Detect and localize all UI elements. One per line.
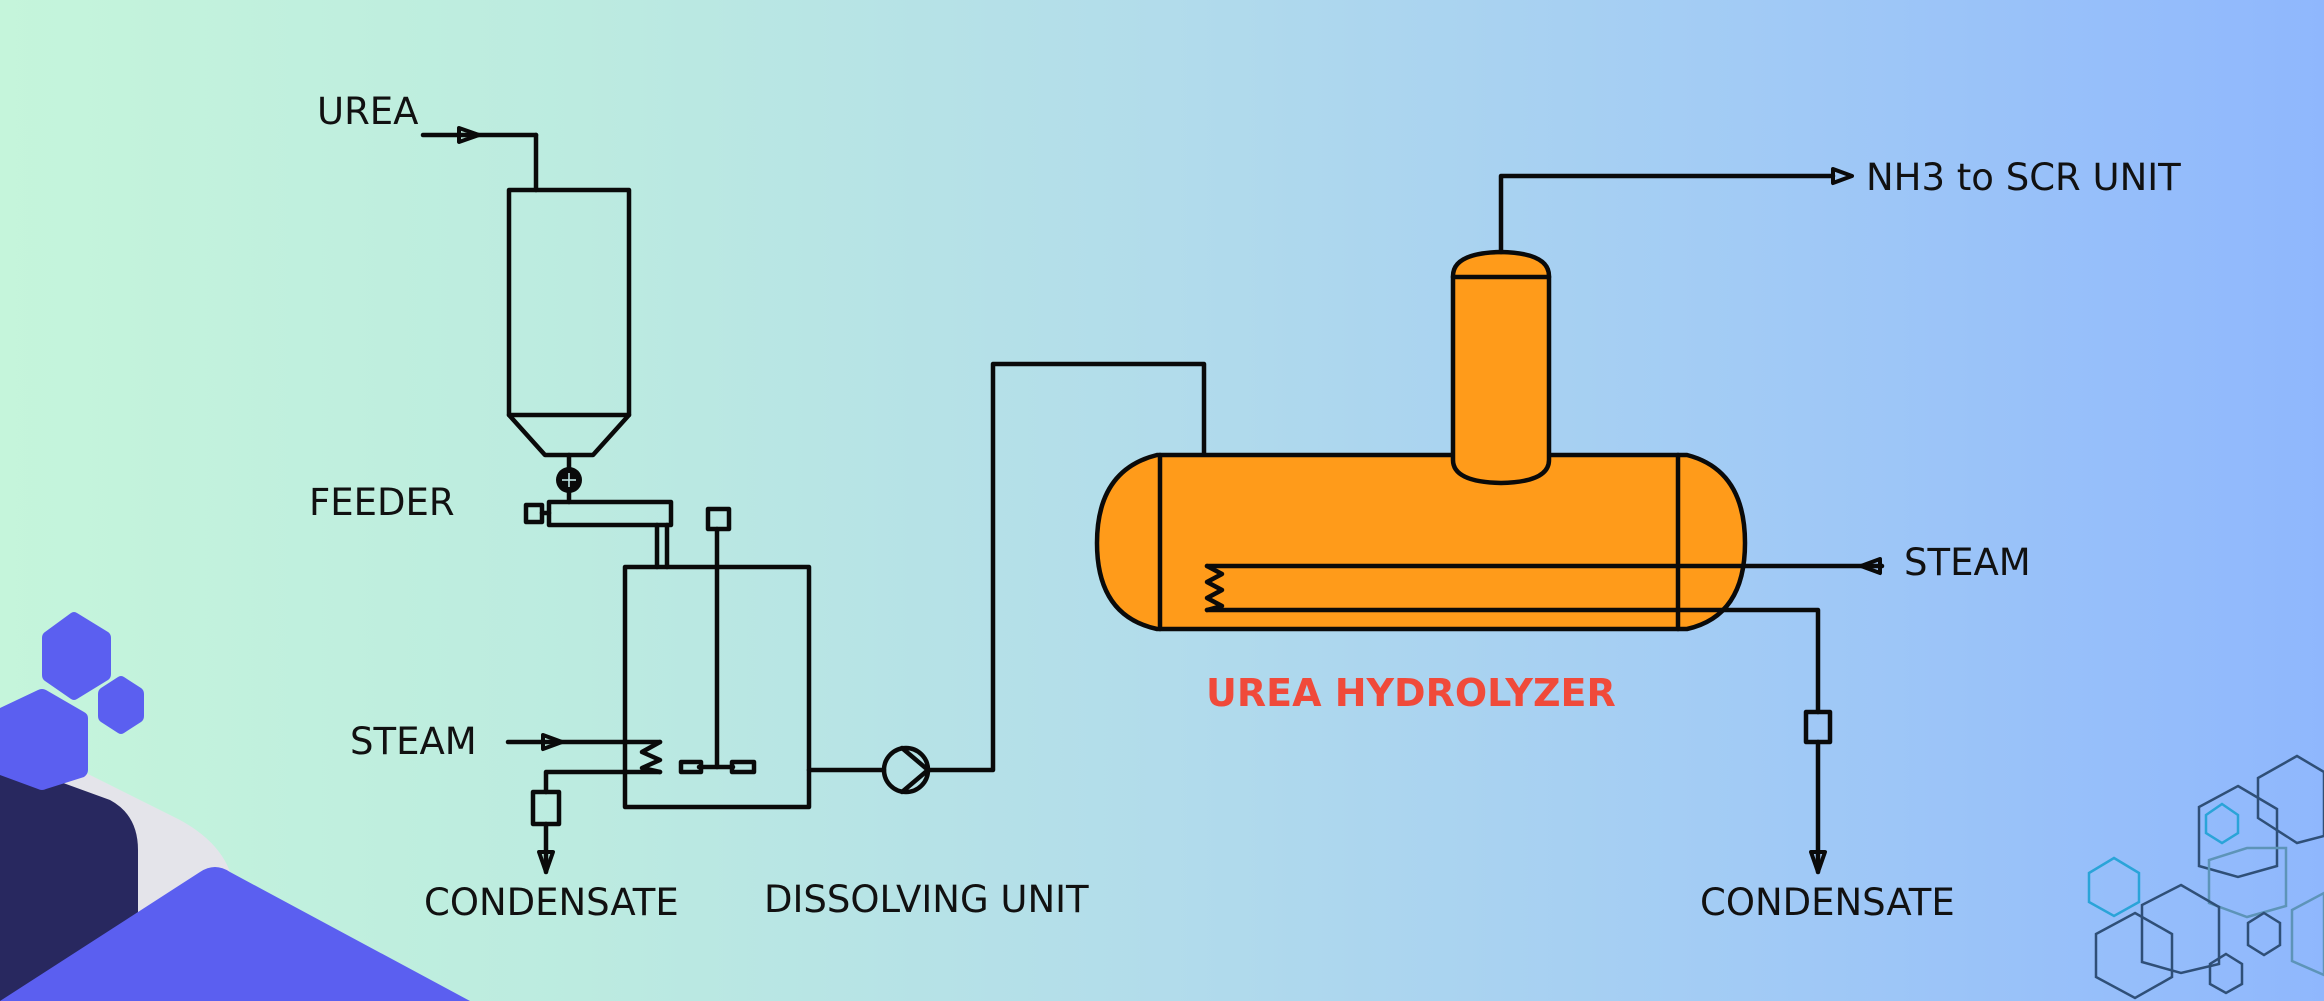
outline-hexagon: [2140, 883, 2221, 975]
agitator-icon: [678, 506, 757, 775]
condensate-left-label: CONDENSATE: [424, 881, 679, 924]
purple-hexagon-1: [42, 612, 111, 700]
vertical-dome-icon: [1450, 249, 1552, 486]
flow-arrow-icon: [1859, 557, 1882, 575]
centrifugal-pump-icon: [806, 361, 1207, 795]
purple-hexagon-3: [0, 689, 88, 790]
steam-right-label: STEAM: [1904, 541, 2031, 584]
nh3-outlet-line: [1498, 167, 1854, 255]
outline-hexagon: [2197, 784, 2279, 879]
urea-inlet-line: [420, 126, 539, 193]
flow-arrow-icon: [541, 733, 564, 751]
steam-trap-icon: [530, 789, 562, 875]
outline-hexagon: [2207, 846, 2288, 919]
hopper-silo-icon: [506, 187, 632, 473]
outline-hexagon: [2246, 911, 2282, 957]
flow-arrow-icon: [1831, 167, 1854, 185]
heating-coil-icon: [505, 733, 663, 795]
hydrolyzer-title: UREA HYDROLYZER: [1206, 671, 1616, 715]
flow-arrow-icon: [1809, 850, 1827, 874]
rotary-valve-icon: [556, 467, 582, 505]
outline-hexagon: [2208, 952, 2244, 995]
hydrolyzer-steam-coil: [1204, 557, 1885, 715]
flow-arrow-icon: [457, 126, 481, 144]
feeder-label: FEEDER: [309, 481, 455, 524]
large-purple-hexagon-shape: [0, 867, 470, 1001]
decorative-hexagons-left: [0, 612, 470, 1001]
steam-trap-icon: [1803, 709, 1833, 875]
condensate-right-label: CONDENSATE: [1700, 881, 1955, 924]
urea-input-label: UREA: [317, 90, 418, 133]
outline-hexagon: [2204, 802, 2240, 845]
outline-hexagon: [2256, 754, 2324, 845]
nh3-output-label: NH3 to SCR UNIT: [1866, 156, 2181, 199]
horizontal-vessel-icon: [1094, 452, 1748, 632]
outline-hexagon: [2087, 856, 2141, 918]
outline-hexagon: [2094, 911, 2174, 1000]
flow-arrow-icon: [537, 850, 555, 874]
screw-feeder-icon: [523, 499, 674, 570]
decorative-hexagons-right: [2087, 754, 2324, 1000]
purple-hexagon-2: [98, 676, 144, 734]
dissolving-unit-label: DISSOLVING UNIT: [764, 878, 1089, 921]
steam-left-label: STEAM: [350, 720, 477, 763]
outline-hexagon: [2290, 891, 2324, 977]
